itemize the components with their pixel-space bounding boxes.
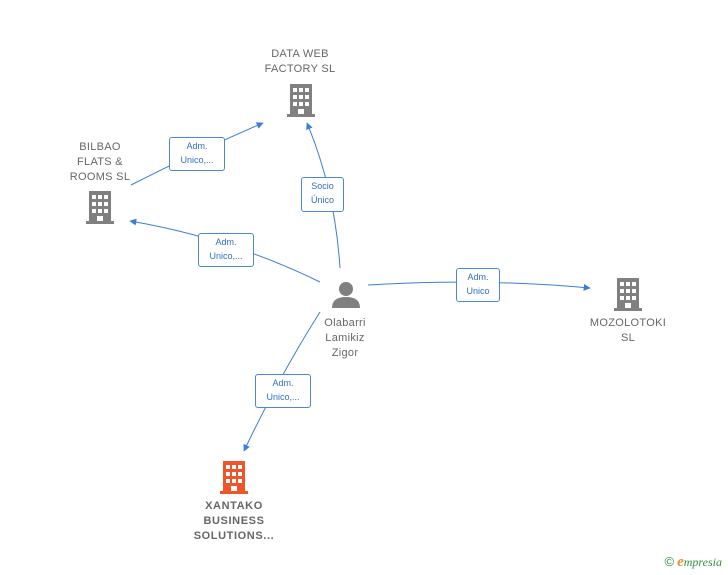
- brand-footer: © empresia: [665, 554, 723, 571]
- node-label-mozolotoki[interactable]: MOZOLOTOKI SL: [589, 317, 667, 344]
- node-label-data-web-factory[interactable]: DATA WEB FACTORY SL: [264, 48, 336, 75]
- node-label-olabarri-lamikiz-zigor[interactable]: Olabarri Lamikiz Zigor: [324, 317, 366, 359]
- edge-label-person-mozolotoki[interactable]: Adm. Unico: [456, 268, 500, 302]
- edge-label-bilbao-data-web[interactable]: Adm. Unico,...: [169, 137, 225, 171]
- node-label-xantako-business-solutions[interactable]: XANTAKO BUSINESS SOLUTIONS...: [193, 500, 275, 542]
- copyright-icon: ©: [664, 554, 675, 569]
- building-icon[interactable]: [86, 191, 114, 224]
- edge-label-person-data-web[interactable]: Socio Único: [301, 177, 344, 212]
- node-label-bilbao-flats-rooms[interactable]: BILBAO FLATS & ROOMS SL: [69, 141, 131, 183]
- building-icon[interactable]: [287, 84, 315, 117]
- building-icon[interactable]: [614, 278, 642, 311]
- edge-label-person-bilbao[interactable]: Adm. Unico,...: [198, 233, 254, 267]
- brand-initial: e: [677, 554, 684, 570]
- brand-name: mpresia: [683, 555, 722, 569]
- person-icon[interactable]: [332, 282, 360, 308]
- edge-label-person-xantako[interactable]: Adm. Unico,...: [255, 374, 311, 408]
- building-icon[interactable]: [220, 461, 248, 494]
